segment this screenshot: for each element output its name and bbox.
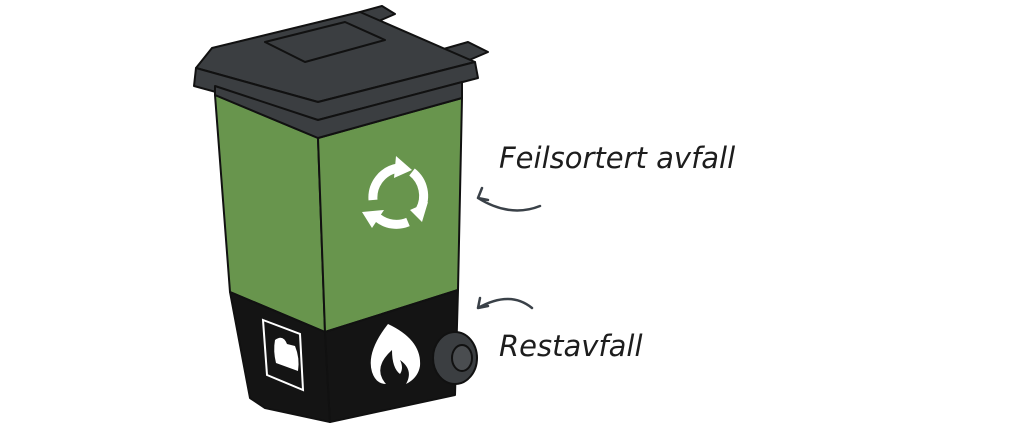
- label-feilsortert-avfall: Feilsortert avfall: [499, 141, 736, 175]
- trash-bag-icon: [261, 318, 305, 392]
- recycle-arrowheads: [362, 156, 428, 228]
- bin-right-face-black: [324, 289, 459, 423]
- lid-front: [193, 61, 479, 121]
- label-restavfall: Restavfall: [499, 329, 643, 363]
- flame-icon: [370, 324, 421, 384]
- lid-rim: [214, 81, 463, 139]
- arrow-icon: [476, 296, 534, 310]
- lid-panel: [264, 21, 386, 63]
- arrow-icon: [476, 186, 542, 212]
- wheel-hub: [451, 344, 473, 372]
